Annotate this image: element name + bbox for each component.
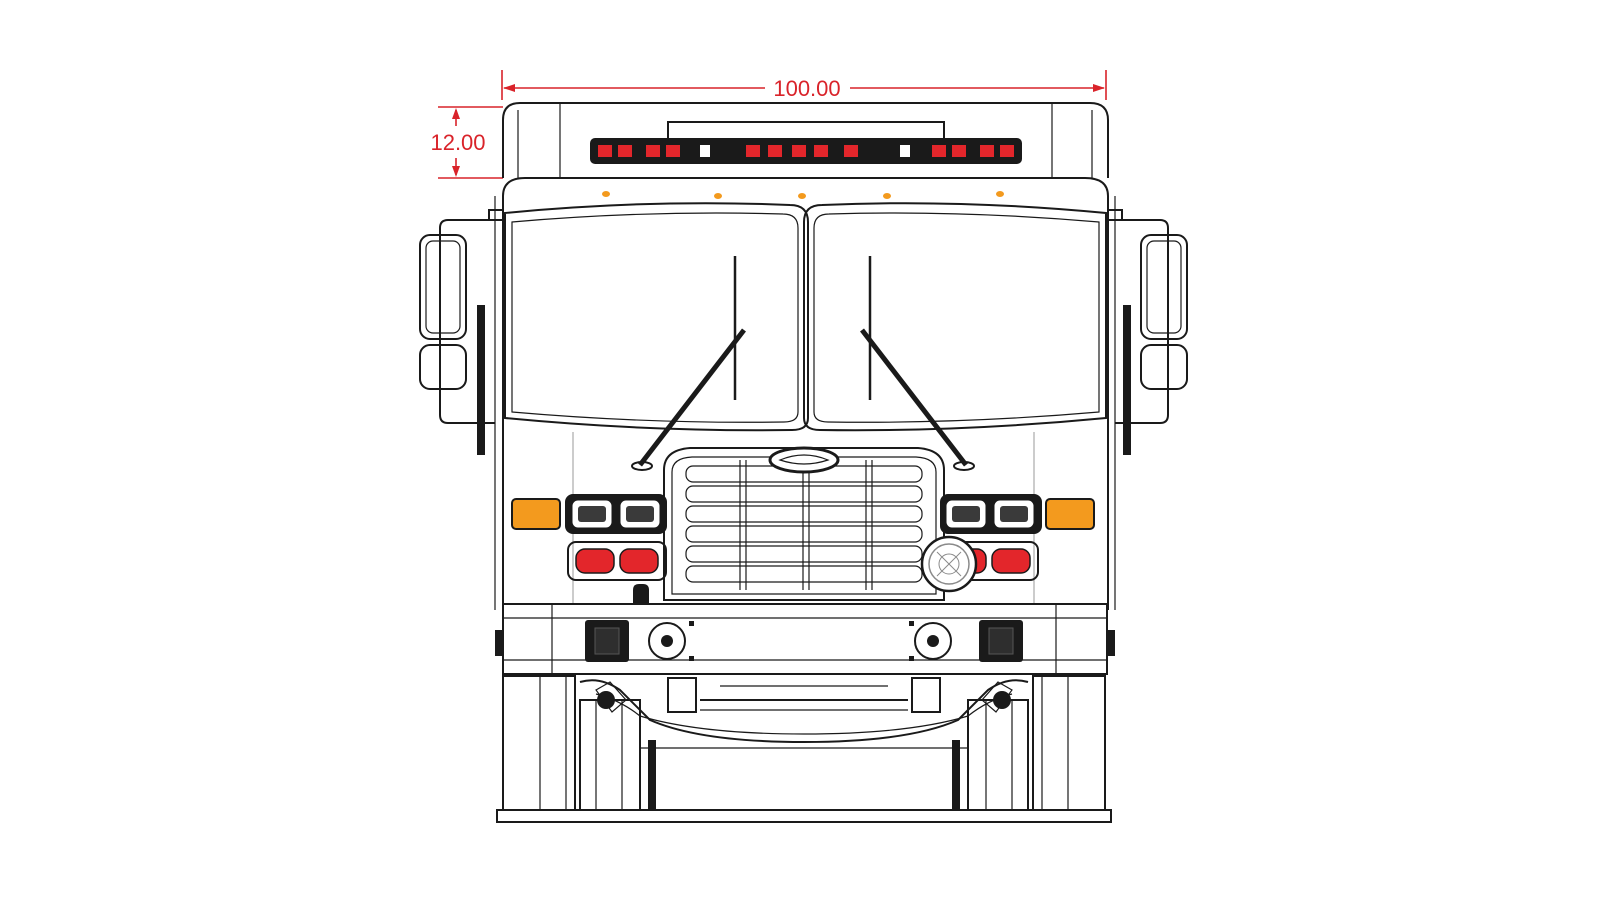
ground-line [496,809,1112,823]
brand-emblem [768,446,840,474]
right-mirror [1108,219,1188,455]
windshield [504,202,1107,432]
clearance-lights [602,191,1004,199]
siren-speaker [920,535,978,593]
bumper-speaker-left [648,622,686,660]
right-tire [952,675,1106,811]
left-headlamp-cluster [511,494,667,581]
windshield-wipers [631,256,975,471]
cab-body [488,177,1123,610]
tow-eye [633,584,649,604]
grille-bars [685,460,923,590]
front-grille [663,446,945,601]
emergency-light-bar [590,121,1022,164]
height-dimension: 12.00 [430,106,503,179]
left-mirror [419,219,503,455]
bumper-speaker-right [914,622,952,660]
width-dimension: 100.00 [501,70,1107,101]
front-bumper [495,603,1115,675]
front-suspension [579,677,1029,749]
height-dimension-label: 12.00 [430,130,485,155]
left-tire [502,675,656,811]
cab-roof [502,102,1109,178]
right-headlamp-cluster [920,494,1095,593]
width-dimension-label: 100.00 [773,76,840,101]
